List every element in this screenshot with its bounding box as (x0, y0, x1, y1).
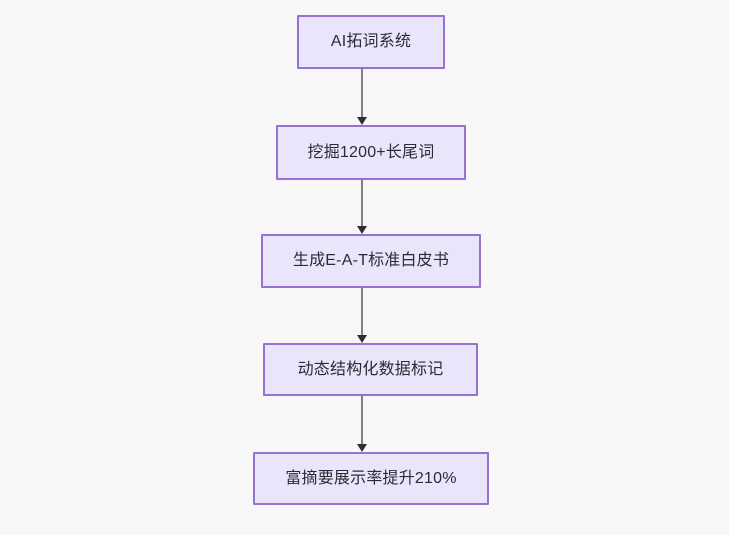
flow-node-label: 挖掘1200+长尾词 (307, 143, 435, 161)
flow-edge-4 (353, 396, 371, 452)
flow-node-label: 富摘要展示率提升210% (285, 469, 457, 487)
flow-edge-3 (353, 288, 371, 343)
edge-line (361, 180, 363, 227)
flow-node-label: 生成E-A-T标准白皮书 (292, 252, 450, 270)
edge-line (361, 396, 363, 445)
flow-node-ai-keyword-system[interactable]: AI拓词系统 (297, 15, 445, 69)
flow-node-generate-eat-whitepaper[interactable]: 生成E-A-T标准白皮书 (261, 234, 481, 288)
edge-line (361, 69, 363, 118)
flow-node-mine-longtail-keywords[interactable]: 挖掘1200+长尾词 (276, 125, 466, 180)
arrow-head-icon (357, 226, 367, 234)
edge-line (361, 288, 363, 336)
flow-node-label: AI拓词系统 (330, 33, 412, 51)
flow-edge-2 (353, 180, 371, 234)
flow-node-dynamic-structured-data-markup[interactable]: 动态结构化数据标记 (263, 343, 478, 396)
flow-node-rich-snippet-impression-lift[interactable]: 富摘要展示率提升210% (253, 452, 489, 505)
arrow-head-icon (357, 444, 367, 452)
flow-edge-1 (353, 69, 371, 125)
arrow-head-icon (357, 335, 367, 343)
flow-node-label: 动态结构化数据标记 (297, 360, 444, 378)
arrow-head-icon (357, 117, 367, 125)
